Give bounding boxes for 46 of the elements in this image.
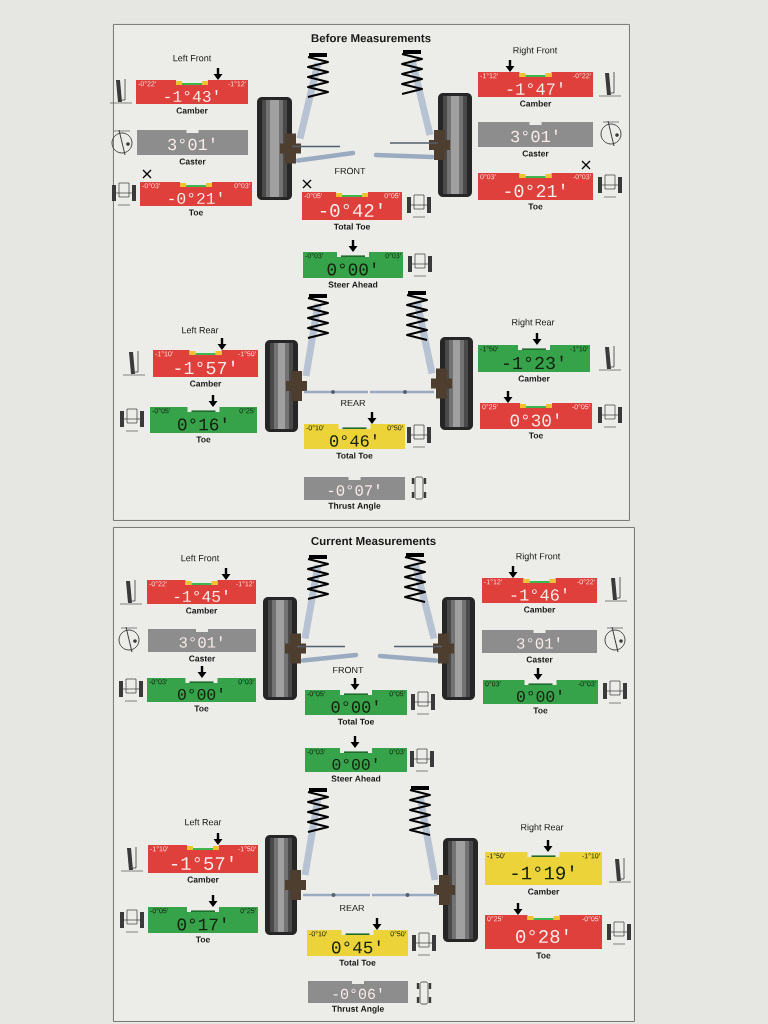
gauge-caption: Camber [176, 107, 208, 114]
gauge-caption: Camber [187, 876, 219, 883]
gauge-caption: Caster [522, 150, 549, 157]
gauge-caption: Steer Ahead [328, 281, 378, 288]
position-label: REAR [340, 904, 365, 912]
gauge-caption: Total Toe [339, 959, 376, 966]
gauge-caption: Total Toe [336, 452, 373, 459]
position-label: REAR [341, 399, 366, 407]
position-label: Right Rear [521, 823, 564, 833]
gauge-caption: Total Toe [333, 223, 370, 230]
gauge-caption: Camber [190, 380, 222, 387]
gauge-caption: Camber [520, 100, 552, 107]
gauge-caption: Camber [518, 375, 550, 382]
gauge-caption: Thrust Angle [331, 1005, 384, 1014]
position-label: Right Rear [512, 318, 555, 328]
position-label: FRONT [335, 167, 366, 175]
position-label: Left Front [173, 54, 212, 62]
gauge-caption: Toe [188, 209, 203, 216]
position-label: Left Rear [185, 818, 222, 826]
gauge-caption: Total Toe [337, 718, 374, 725]
gauge-bar: -0°06′ [308, 981, 408, 1003]
position-label: FRONT [333, 666, 364, 674]
position-label: Left Rear [182, 326, 219, 334]
gauge-caption: Camber [528, 888, 560, 895]
gauge-bar: 3°01′ [137, 130, 248, 155]
gauge-caption: Toe [528, 432, 543, 439]
gauge-caption: Caster [189, 655, 216, 662]
gauge-caption: Camber [524, 606, 556, 613]
gauge-bar: -0°07′ [304, 477, 405, 500]
gauge-caption: Camber [186, 607, 218, 614]
position-label: Right Front [513, 46, 558, 56]
position-label: Right Front [516, 552, 561, 562]
gauge-bar: 3°01′ [148, 629, 256, 652]
gauge-caption: Toe [533, 707, 548, 714]
gauge-caption: Thrust Angle [328, 502, 381, 511]
gauge-caption: Toe [195, 936, 210, 943]
gauge-caption: Toe [196, 436, 211, 443]
gauge-caption: Toe [528, 203, 543, 210]
gauge-caption: Toe [194, 705, 209, 712]
gauge-bar: 3°01′ [478, 122, 593, 147]
gauge-caption: Caster [526, 656, 553, 663]
gauge-caption: Toe [536, 952, 551, 959]
gauge-bar: 3°01′ [482, 630, 597, 653]
gauge-caption: Caster [179, 158, 206, 165]
gauge-caption: Steer Ahead [331, 775, 381, 782]
position-label: Left Front [181, 554, 220, 562]
